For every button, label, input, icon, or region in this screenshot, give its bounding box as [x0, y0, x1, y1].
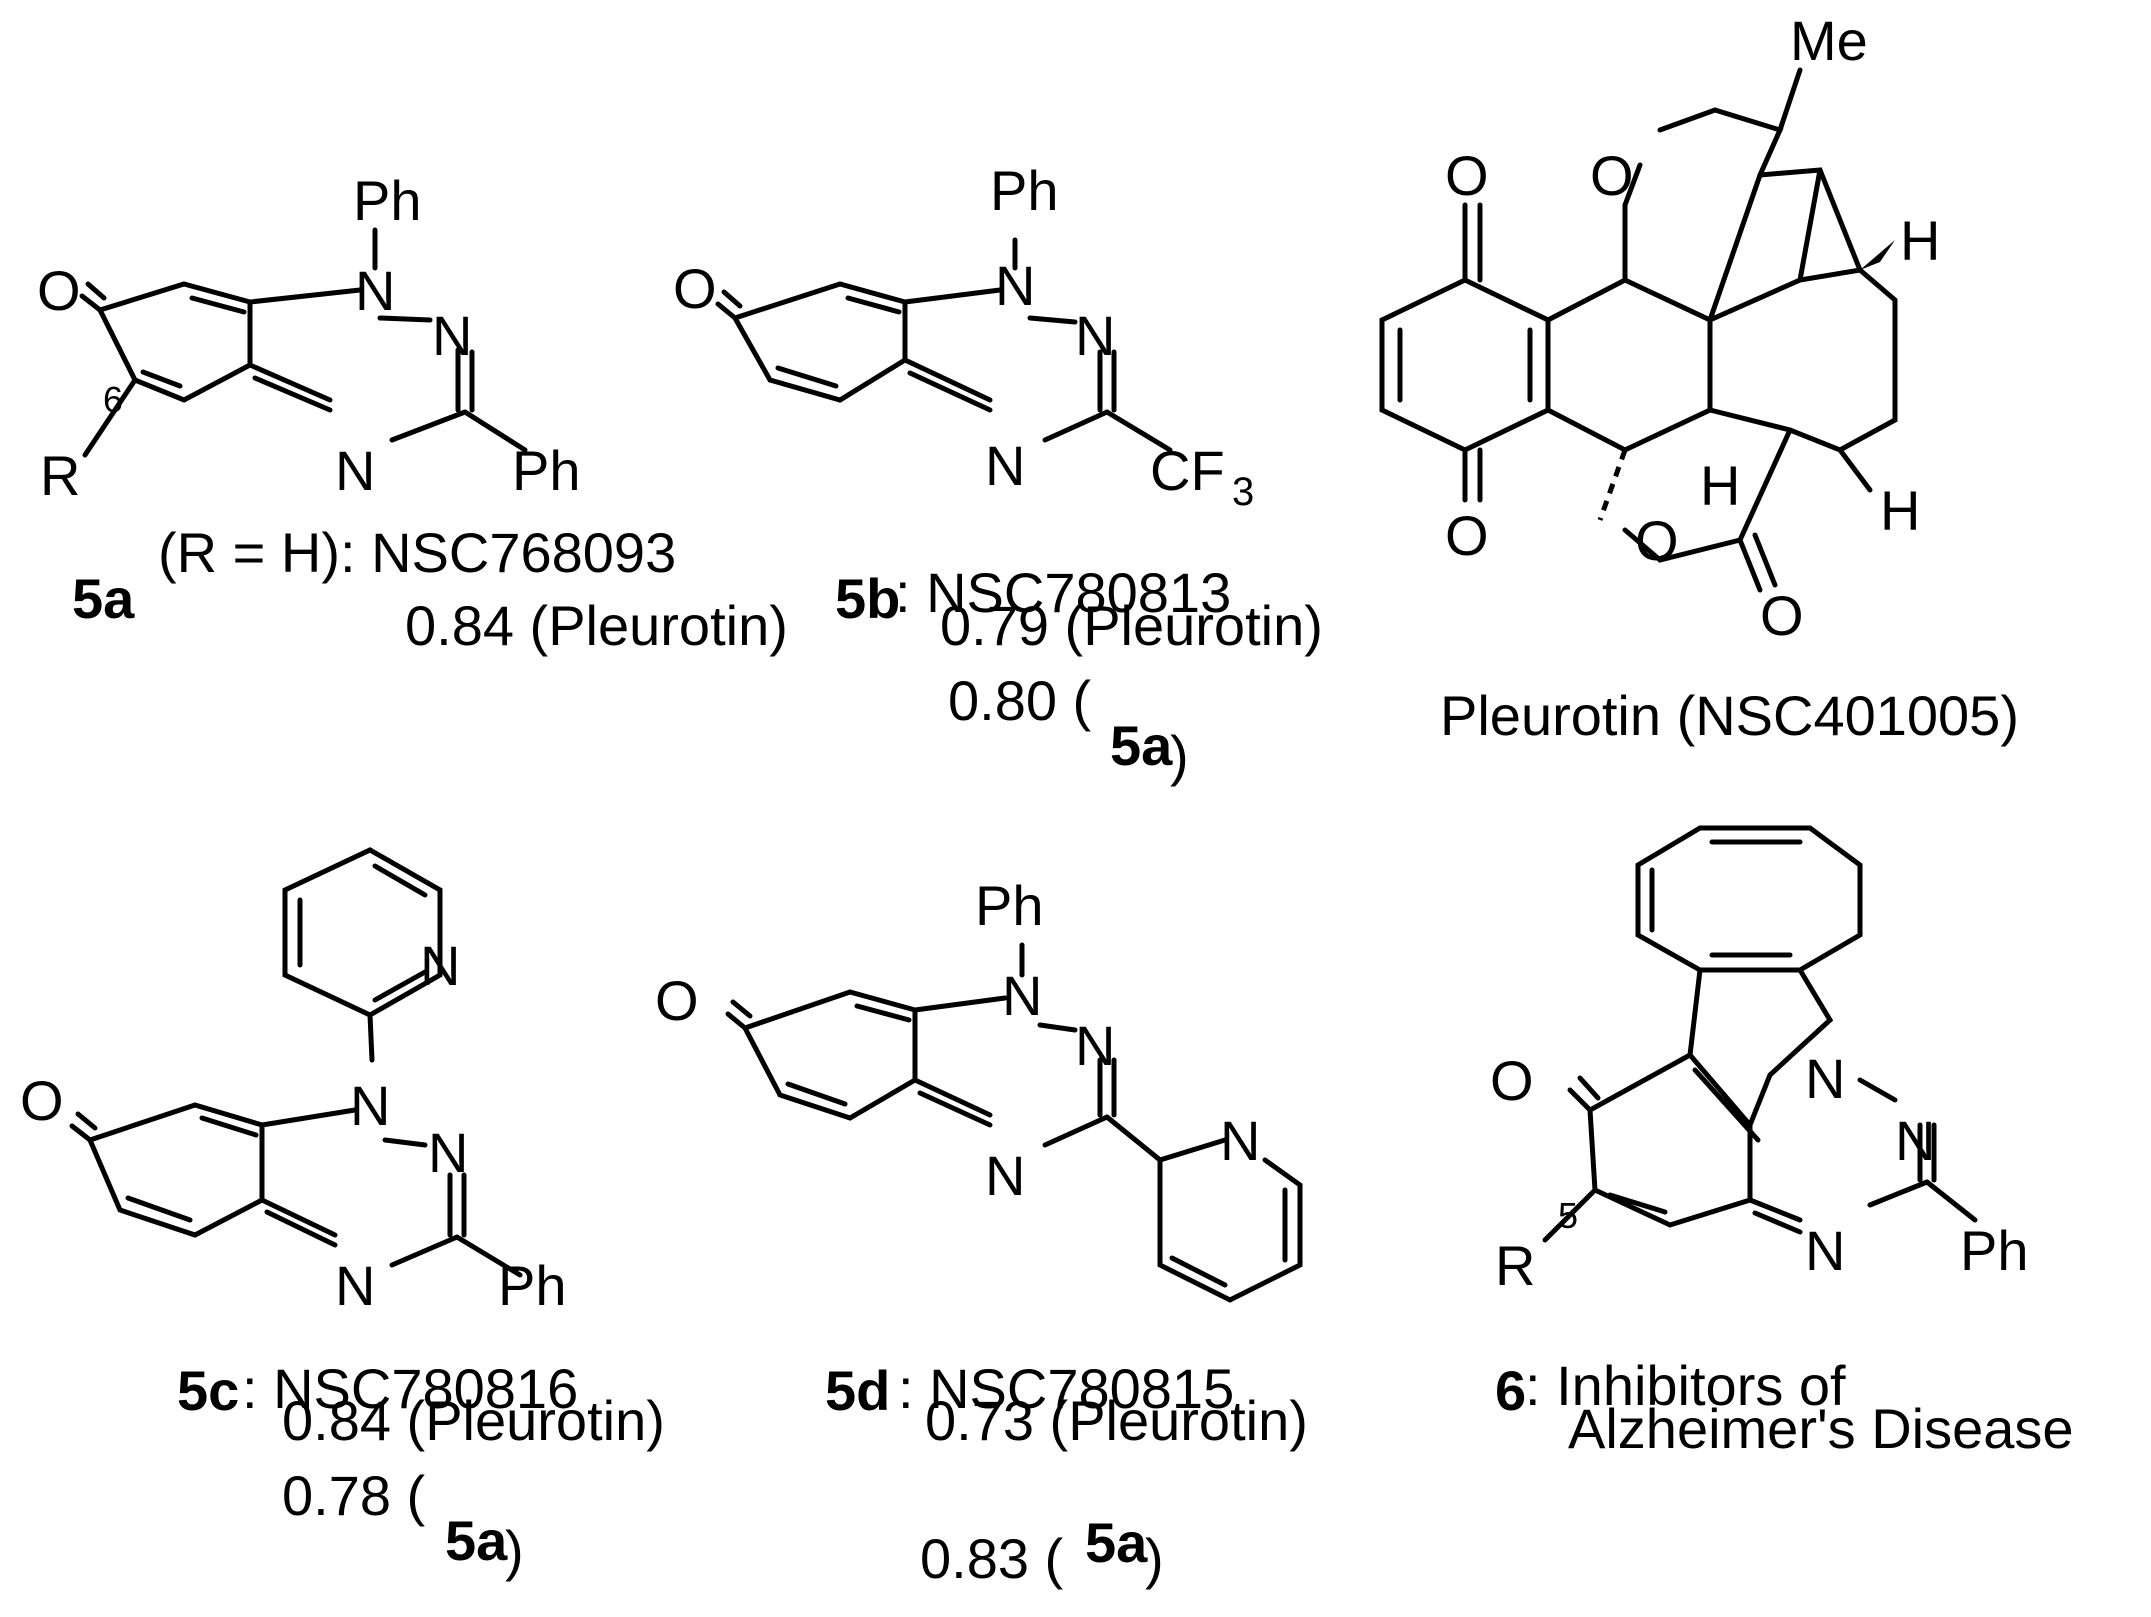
structure-5d: O Ph N N N N — [655, 874, 1303, 1303]
structure-pleurotin: O O O O O Me H H H — [1379, 9, 1940, 647]
atom-n-pyr: N — [420, 934, 460, 997]
atom-ph: Ph — [990, 159, 1059, 222]
value2-5b: 0.80 ( — [948, 669, 1092, 732]
atom-ph: Ph — [975, 874, 1044, 937]
atom-o: O — [673, 257, 717, 320]
position-label: 5 — [1558, 1195, 1578, 1236]
ref-5b: 5a — [1110, 714, 1173, 777]
structure-5c: N O N N N Ph — [20, 847, 567, 1317]
ref-5c: 5a — [445, 1509, 508, 1572]
atom-o-carbonyl: O — [1760, 584, 1804, 647]
compound-id-5c: 5c — [177, 1359, 239, 1422]
atom-n3: N — [1805, 1219, 1845, 1282]
nsc-5c: : NSC780816 — [242, 1357, 578, 1420]
atom-ph: Ph — [498, 1254, 567, 1317]
desc-6-line1: : Inhibitors of — [1525, 1354, 1846, 1417]
atom-r: R — [1495, 1234, 1535, 1297]
compound-id-5d: 5d — [825, 1359, 890, 1422]
compound-id-5a: 5a — [72, 567, 135, 630]
atom-n3: N — [335, 439, 375, 502]
atom-o-bottom: O — [1445, 504, 1489, 567]
close-5c: ) — [505, 1519, 524, 1582]
nsc-5d: : NSC780815 — [898, 1357, 1234, 1420]
atom-ph: Ph — [512, 439, 581, 502]
compound-id-6: 6 — [1495, 1359, 1526, 1422]
atom-n-pyr: N — [1220, 1109, 1260, 1172]
position-label: 6 — [103, 379, 123, 420]
atom-cf: CF — [1150, 439, 1225, 502]
atom-n1: N — [1805, 1047, 1845, 1110]
atom-o: O — [37, 259, 81, 322]
atom-r: R — [40, 444, 80, 507]
structure-5a: O Ph N N N Ph R 6 — [37, 169, 581, 507]
atom-ph: Ph — [1960, 1219, 2029, 1282]
atom-n2: N — [1895, 1109, 1935, 1172]
atom-n1: N — [995, 254, 1035, 317]
atom-o-top: O — [1445, 144, 1489, 207]
value-5a: 0.84 (Pleurotin) — [405, 594, 788, 657]
atom-o-ether: O — [1590, 144, 1634, 207]
atom-n1: N — [355, 259, 395, 322]
atom-h1: H — [1900, 209, 1940, 272]
atom-o-lactone: O — [1635, 509, 1679, 572]
atom-n3: N — [335, 1254, 375, 1317]
atom-n2: N — [432, 304, 472, 367]
ref-5d: 5a — [1085, 1511, 1148, 1574]
close-5d: ) — [1145, 1527, 1164, 1590]
atom-n2: N — [428, 1121, 468, 1184]
atom-o: O — [1490, 1049, 1534, 1112]
atom-n1: N — [350, 1074, 390, 1137]
value1-5b: 0.79 (Pleurotin) — [940, 594, 1323, 657]
atom-me: Me — [1790, 9, 1868, 72]
atom-n1: N — [1002, 964, 1042, 1027]
atom-ph: Ph — [353, 169, 422, 232]
caption-pleurotin: Pleurotin (NSC401005) — [1440, 684, 2019, 747]
atom-n3: N — [985, 1144, 1025, 1207]
compound-id-5b: 5b — [835, 567, 900, 630]
value2-5c: 0.78 ( — [282, 1464, 426, 1527]
subscript-3: 3 — [1232, 470, 1254, 514]
close-5b: ) — [1170, 724, 1189, 787]
atom-n2: N — [1075, 304, 1115, 367]
atom-n3: N — [985, 434, 1025, 497]
atom-n2: N — [1075, 1014, 1115, 1077]
value2-5d: 0.83 ( — [920, 1527, 1064, 1590]
desc-6-line2: Alzheimer's Disease — [1568, 1397, 2074, 1460]
atom-h2: H — [1700, 454, 1740, 517]
nsc-5a: (R = H): NSC768093 — [158, 521, 676, 584]
value1-5c: 0.84 (Pleurotin) — [282, 1389, 665, 1452]
atom-h3: H — [1880, 479, 1920, 542]
value1-5d: 0.73 (Pleurotin) — [925, 1389, 1308, 1452]
structure-6: O N N N Ph R 5 — [1490, 825, 2029, 1297]
structure-5b: O Ph N N N CF 3 — [673, 159, 1254, 514]
nsc-5b: : NSC780813 — [895, 561, 1231, 624]
atom-o: O — [655, 969, 699, 1032]
atom-o: O — [20, 1069, 64, 1132]
